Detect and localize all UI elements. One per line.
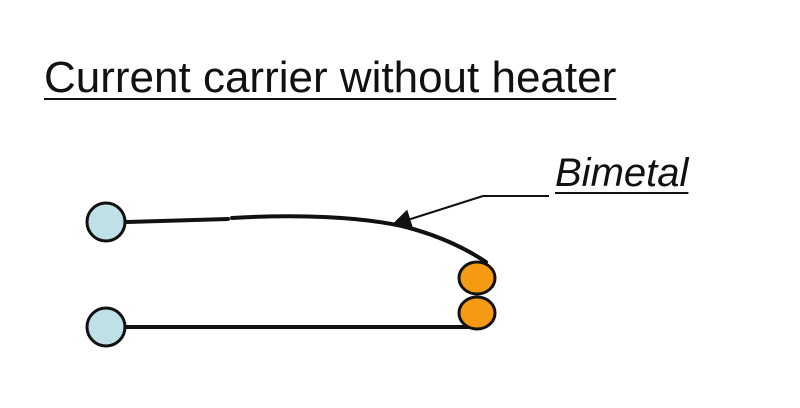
bimetal-strip [230, 214, 488, 264]
bimetal-label: Bimetal [555, 151, 689, 195]
bottom-terminal-icon [85, 306, 127, 348]
lower-contact-icon [457, 295, 497, 331]
top-terminal-icon [85, 201, 127, 243]
diagram-title: Current carrier without heater [44, 53, 617, 102]
top-conductor [123, 217, 230, 224]
bimetal-leader-arrow [391, 195, 484, 229]
upper-contact-icon [457, 260, 497, 296]
